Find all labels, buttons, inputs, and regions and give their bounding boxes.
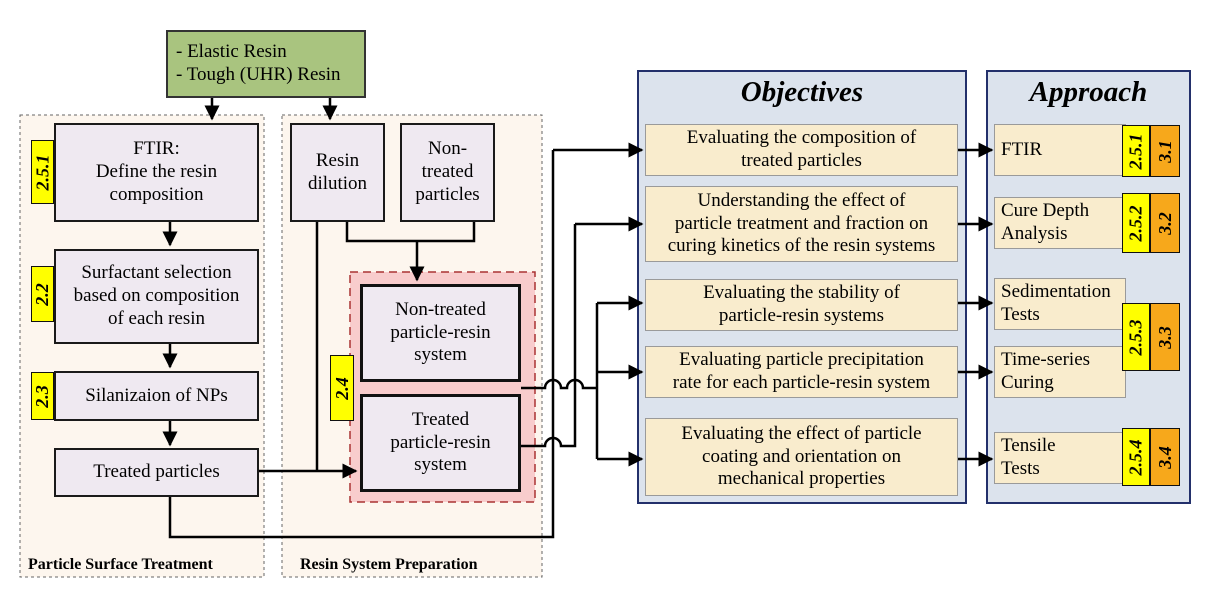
treated-system-line-3: system <box>414 454 467 476</box>
surfactant-step-line-2: based on composition <box>73 285 240 307</box>
objective-2-line-1: Understanding the effect of <box>697 189 906 211</box>
objectives-title: Objectives <box>740 76 864 108</box>
objective-1-line-2: treated particles <box>741 150 862 171</box>
treated-system-box: Treated particle-resin system <box>360 394 521 492</box>
treated-particles-label: Treated particles <box>93 461 220 483</box>
objective-2-line-2: particle treatment and fraction on <box>674 212 929 234</box>
objective-5-line-2: coating and orientation on <box>702 445 901 467</box>
ftir-step-line-3: composition <box>109 183 204 205</box>
objective-item-4: Evaluating particle precipitation rate f… <box>645 346 958 398</box>
approach-title: Approach <box>1029 76 1148 108</box>
silanization-step-line-1: Silanizaion of NPs <box>85 384 228 406</box>
surfactant-step-box: Surfactant selection based on compositio… <box>54 249 259 344</box>
ftir-step-line-1: FTIR: <box>133 138 180 160</box>
non-treated-particles-line-2: treated <box>421 161 474 183</box>
tag-3-2: 3.2 <box>1150 193 1180 253</box>
objective-item-2: Understanding the effect of particle tre… <box>645 186 958 262</box>
non-treated-particles-line-1: Non- <box>427 138 468 160</box>
line-nontreated-output <box>521 378 597 390</box>
objective-item-1: Evaluating the composition of treated pa… <box>645 124 958 176</box>
tag-3-4: 3.4 <box>1150 428 1180 486</box>
non-treated-system-line-1: Non-treated <box>395 298 486 320</box>
tag-2-5-1: 2.5.1 <box>31 140 54 204</box>
tag-2-2: 2.2 <box>31 266 54 322</box>
objective-3-line-2: particle-resin systems <box>718 305 885 326</box>
approach-cure-depth-line-2: Analysis <box>1001 223 1068 244</box>
tag-2-4: 2.4 <box>330 355 354 421</box>
treated-particles-box: Treated particles <box>54 448 259 497</box>
resin-dilution-box: Resin dilution <box>290 123 385 222</box>
resin-types-box: - Elastic Resin - Tough (UHR) Resin <box>166 30 366 98</box>
silanization-step-box: Silanizaion of NPs <box>54 371 259 421</box>
objective-4-line-1: Evaluating particle precipitation <box>679 349 924 371</box>
approach-tensile-line-1: Tensile <box>1001 435 1056 457</box>
approach-time-series: Time-series Curing <box>994 346 1126 398</box>
objective-item-5: Evaluating the effect of particle coatin… <box>645 418 958 496</box>
line-treated-output <box>521 224 577 448</box>
objective-2-line-3: curing kinetics of the resin systems <box>667 235 936 257</box>
objective-5-line-3: mechanical properties <box>717 468 886 490</box>
caption-particle-surface-treatment: Particle Surface Treatment <box>28 556 213 573</box>
resin-type-tough: - Tough (UHR) Resin <box>176 64 341 85</box>
objective-5-line-1: Evaluating the effect of particle <box>681 422 922 444</box>
approach-time-series-line-2: Curing <box>1001 372 1054 393</box>
resin-dilution-line-1: Resin <box>315 149 360 171</box>
treated-system-line-2: particle-resin <box>390 431 491 453</box>
treated-system-line-1: Treated <box>411 408 470 430</box>
tag-2-5-2: 2.5.2 <box>1122 193 1150 253</box>
surfactant-step-line-1: Surfactant selection <box>81 262 232 284</box>
surfactant-step-line-3: of each resin <box>107 307 206 329</box>
tag-2-3: 2.3 <box>31 372 54 420</box>
approach-cure-depth: Cure Depth Analysis <box>994 197 1126 249</box>
approach-ftir-label: FTIR <box>1001 138 1043 160</box>
non-treated-system-box: Non-treated particle-resin system <box>360 284 521 382</box>
approach-sedimentation-line-2: Tests <box>1001 304 1040 325</box>
approach-sedimentation: Sedimentation Tests <box>994 278 1126 330</box>
objective-3-line-1: Evaluating the stability of <box>703 282 900 304</box>
line-merge-to-nontreated <box>345 222 476 243</box>
ftir-step-box: FTIR: Define the resin composition <box>54 123 259 222</box>
tag-2-5-4: 2.5.4 <box>1122 428 1150 486</box>
approach-cure-depth-line-1: Cure Depth <box>1001 200 1090 222</box>
non-treated-system-line-2: particle-resin <box>390 321 491 343</box>
objective-1-line-1: Evaluating the composition of <box>686 127 917 149</box>
objective-4-line-2: rate for each particle-resin system <box>672 372 931 393</box>
tag-3-1: 3.1 <box>1150 125 1180 177</box>
line-treated-bottom <box>168 150 555 539</box>
resin-dilution-line-2: dilution <box>307 172 368 194</box>
approach-time-series-line-1: Time-series <box>1001 349 1091 371</box>
tag-2-5-3: 2.5.3 <box>1122 303 1150 371</box>
non-treated-system-line-3: system <box>414 344 467 366</box>
resin-type-elastic: - Elastic Resin <box>176 41 287 63</box>
approach-tensile-line-2: Tests <box>1001 458 1040 479</box>
tag-2-5-1-approach: 2.5.1 <box>1122 125 1150 177</box>
approach-sedimentation-line-1: Sedimentation <box>1001 281 1111 303</box>
non-treated-particles-box: Non- treated particles <box>400 123 495 222</box>
objective-item-3: Evaluating the stability of particle-res… <box>645 279 958 331</box>
caption-resin-system-preparation: Resin System Preparation <box>300 556 478 573</box>
approach-ftir: FTIR <box>994 124 1126 176</box>
non-treated-particles-line-3: particles <box>415 183 480 205</box>
tag-3-3: 3.3 <box>1150 303 1180 371</box>
ftir-step-line-2: Define the resin <box>95 161 218 183</box>
approach-tensile: Tensile Tests <box>994 432 1126 484</box>
